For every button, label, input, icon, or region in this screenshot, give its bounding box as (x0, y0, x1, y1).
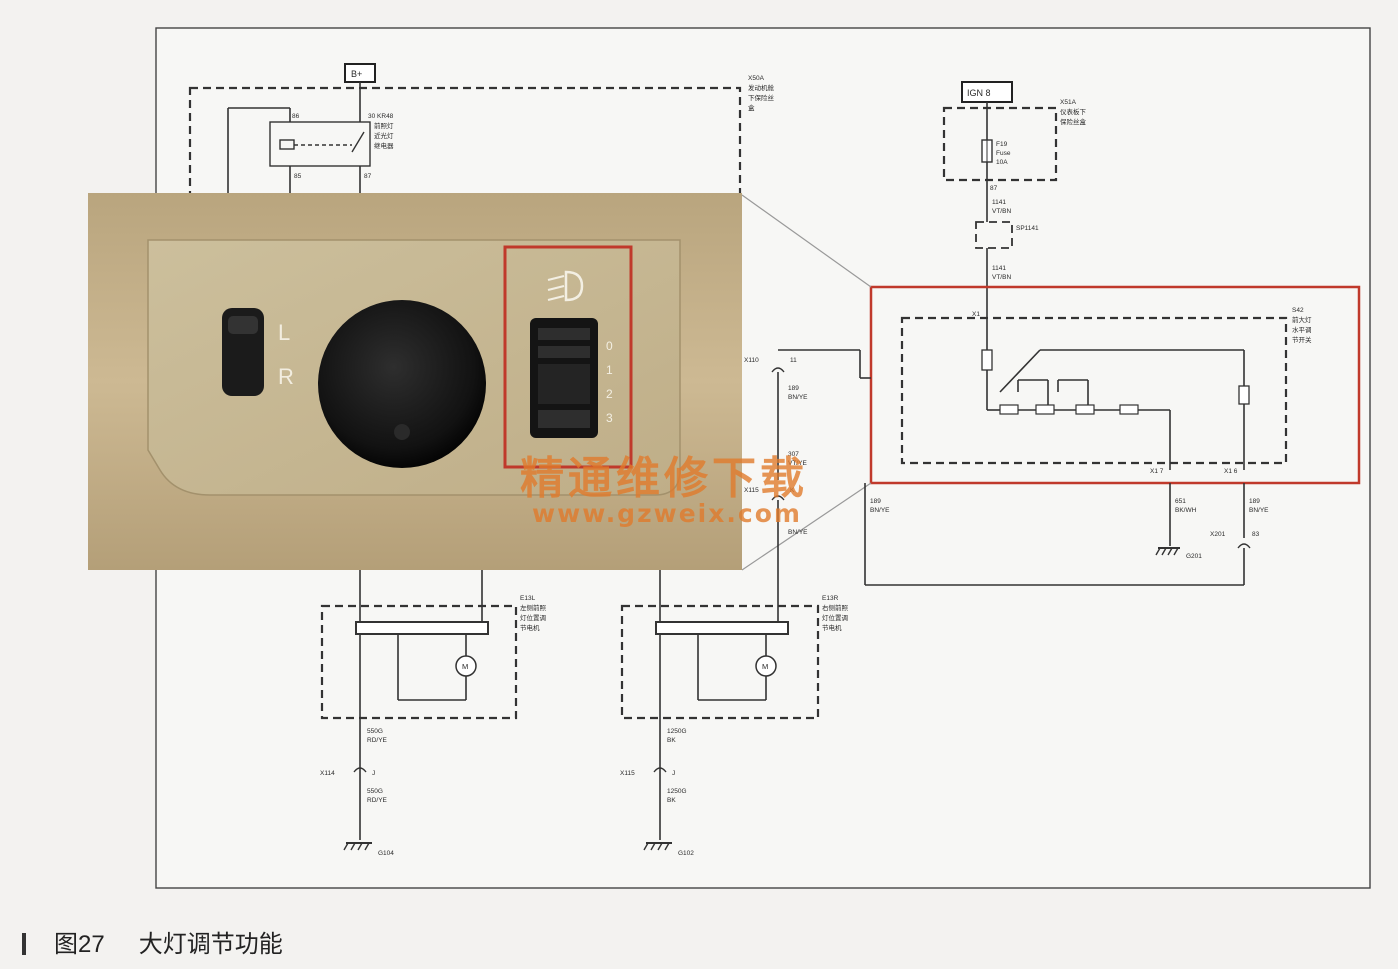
svg-text:X1: X1 (972, 311, 980, 318)
wire-189-a: 189 BN/YE (788, 385, 808, 401)
relay-kr48 (269, 121, 371, 167)
x115-k-label: X115 K (744, 487, 795, 494)
g104-label: G104 (378, 850, 394, 857)
x201-label: X201 83 (1210, 531, 1260, 538)
ground-g102-icon (643, 842, 672, 851)
ground-g104-icon (343, 842, 372, 851)
svg-text:X1 6: X1 6 (1224, 468, 1238, 475)
switch-s42-block: S42 前大灯 水平调 节开关 X1 X1 7 X1 6 (869, 285, 1361, 485)
scale-mark-0: 0 (606, 339, 613, 353)
motor-e13l: M E13L 左侧前照 灯位置调 节电机 (320, 565, 548, 840)
wire-189-b: 189 BN/YE (870, 498, 890, 514)
svg-text:87: 87 (364, 173, 372, 180)
ground-chain-left: 550G RD/YE X114 J 550G RD/YE G104 (320, 728, 394, 857)
relay-label: 30 KR48 前照灯 近光灯 继电器 (368, 113, 395, 150)
svg-text:M: M (762, 662, 768, 671)
figure-number: 图27 (54, 931, 105, 958)
x115-j-label: X115 J (620, 770, 675, 777)
x110-label: X110 11 (744, 357, 797, 364)
sp1141-label: SP1141 (1016, 225, 1039, 232)
x114-label: X114 J (320, 770, 375, 777)
wire-1141-a: 1141 VT/BN (992, 199, 1011, 215)
figure-caption: 图27 大灯调节功能 (22, 924, 283, 959)
scale-mark-1: 1 (606, 363, 613, 377)
svg-text:M: M (462, 662, 468, 671)
wire-1250g-top: 1250G BK (667, 728, 688, 744)
svg-text:X1 7: X1 7 (1150, 468, 1164, 475)
scale-mark-3: 3 (606, 411, 613, 425)
ign-label: IGN 8 (967, 88, 991, 98)
wire-189-c: 189 BN/YE (1249, 498, 1269, 514)
wire-550g-bottom: 550G RD/YE (367, 788, 388, 804)
wire-307: 307 VT/YE (788, 451, 807, 467)
toggle-label-r: R (278, 364, 294, 389)
wire-550g-top: 550G RD/YE (367, 728, 388, 744)
s42-label: S42 前大灯 水平调 节开关 (1292, 307, 1313, 344)
watermark-title: 精通维修下载 (520, 453, 808, 504)
figure-title: 大灯调节功能 (138, 931, 283, 958)
x51a-label: X51A 仪表板下 保险丝盒 (1060, 99, 1088, 126)
toggle-label-l: L (278, 320, 290, 345)
e13l-label: E13L 左侧前照 灯位置调 节电机 (520, 595, 548, 632)
wire-651: 651 BK/WH (1175, 498, 1197, 514)
x50a-label: X50A 发动机舱 下保险丝 盒 (748, 75, 776, 112)
ground-chain-right: 1250G BK X115 J 1250G BK G102 (620, 728, 694, 857)
scale-mark-2: 2 (606, 387, 613, 401)
wire-bnye: BN/YE (788, 529, 808, 536)
switch-photo-panel: L R 0 1 2 3 (88, 193, 742, 570)
relay-fuse-box-x50a: B+ X50A 发动机舱 下保险丝 盒 86 30 KR48 前照灯 近光灯 继… (188, 63, 776, 200)
fuse-box-x51a: IGN 8 X51A 仪表板下 保险丝盒 F19 Fuse 10A 87 114… (942, 81, 1088, 350)
fuse-label: F19 Fuse 10A (996, 141, 1012, 166)
headlight-knob (318, 300, 486, 468)
g102-label: G102 (678, 850, 694, 857)
wire-1250g-bottom: 1250G BK (667, 788, 688, 804)
headlight-level-icon (547, 270, 584, 302)
b-plus-label: B+ (351, 69, 362, 79)
e13r-label: E13R 右侧前照 灯位置调 节电机 (822, 595, 850, 632)
motor-e13r: M E13R 右侧前照 灯位置调 节电机 (620, 565, 850, 840)
caption-bar (22, 933, 26, 955)
svg-text:87: 87 (990, 185, 998, 192)
g201-label: G201 (1186, 553, 1202, 560)
watermark-url: www.gzweix.com (532, 499, 802, 528)
wire-1141-b: 1141 VT/BN (992, 265, 1011, 281)
middle-wiring: X110 11 189 BN/YE 307 VT/YE X115 K BN/YE… (744, 349, 1269, 620)
svg-text:86: 86 (292, 113, 300, 120)
svg-text:85: 85 (294, 173, 302, 180)
ground-g201-icon (1155, 547, 1180, 556)
